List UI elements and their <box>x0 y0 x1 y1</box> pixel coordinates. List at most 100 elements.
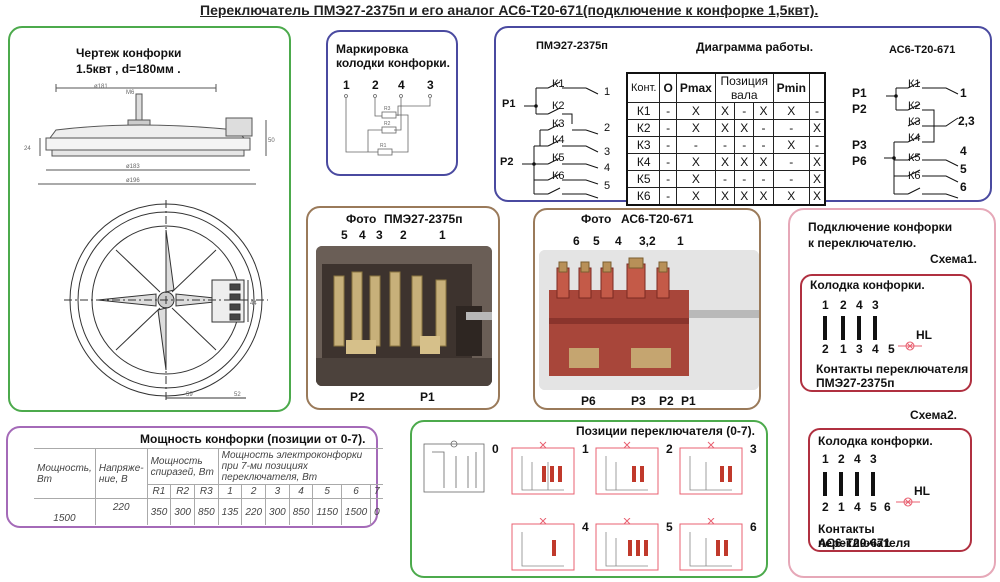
work-cell: - <box>659 187 677 205</box>
scheme2-top-1: 1 <box>822 452 829 466</box>
left-output-1: 1 <box>604 86 611 98</box>
work-cell: - <box>659 102 677 120</box>
left-contact-k6: К6 <box>552 170 565 182</box>
work-header-contact: Конт. <box>626 72 661 103</box>
diagram-left-title: ПМЭ27-2375п <box>536 40 608 52</box>
power-value-voltage: 220 <box>94 498 148 525</box>
switch-pme27-photo <box>316 246 492 386</box>
power-value-pos: 220 <box>241 498 266 525</box>
power-heading: Мощность конфорки (позиции от 0-7). <box>140 432 366 446</box>
scheme1-pin-bar <box>857 316 861 340</box>
right-input-p3: Р3 <box>852 138 867 152</box>
scheme1-bottom-1: 1 <box>840 342 847 356</box>
left-contact-k3: К3 <box>552 118 565 130</box>
diagram-right-title: АС6-Т20-671 <box>889 44 956 56</box>
photo2-label-p2: Р2 <box>659 394 674 408</box>
right-output-5: 5 <box>960 162 967 176</box>
switch-ac6-photo <box>539 250 759 390</box>
work-cell: К5 <box>626 170 661 188</box>
power-table: Мощность, Вт Напряже-ние, В Мощность спи… <box>34 448 383 525</box>
burner-drawing: ø181 M6 ø183 ø196 24 50 44 59 52 <box>24 84 275 400</box>
svg-text:R2: R2 <box>384 121 391 127</box>
right-contact-k4: К4 <box>908 132 921 144</box>
svg-text:R1: R1 <box>380 143 387 149</box>
scheme2-top-4: 4 <box>854 452 861 466</box>
marking-schematic: R3 R2 R1 <box>344 94 432 156</box>
photo2-heading-right: АС6-Т20-671 <box>621 212 694 226</box>
right-input-p2: Р2 <box>852 102 867 116</box>
photo1-num-2: 2 <box>400 228 407 242</box>
positions-panel: Позиции переключателя (0-7). 0 1 2 3 4 5… <box>410 420 768 578</box>
position-label-0: 0 <box>492 442 499 456</box>
power-col-pos: 5 <box>312 484 342 499</box>
marking-panel: Маркировка колодки конфорки. 1 2 4 3 R3 … <box>326 30 458 176</box>
work-cell: - <box>659 136 677 154</box>
photo1-num-1: 1 <box>439 228 446 242</box>
power-value-r3: 850 <box>193 498 219 525</box>
photo2-heading-left: Фото <box>581 212 612 226</box>
power-panel: Мощность конфорки (позиции от 0-7). Мощн… <box>6 426 383 528</box>
marking-pin-4: 4 <box>398 78 405 92</box>
work-header-position: Позиция вала <box>714 72 774 103</box>
scheme2-bottom-2: 2 <box>822 500 829 514</box>
work-cell: X <box>808 187 826 205</box>
power-value-pos: 0 <box>370 498 383 525</box>
position-label-1: 1 <box>582 442 589 456</box>
power-value-pos: 1500 <box>340 498 371 525</box>
work-cell: X <box>772 102 810 120</box>
photo1-num-5: 5 <box>341 228 348 242</box>
work-cell: X <box>675 170 716 188</box>
svg-text:R3: R3 <box>384 106 391 112</box>
page-title: Переключатель ПМЭ27-2375п и его аналог А… <box>200 2 819 18</box>
work-cell: - <box>772 119 810 137</box>
right-contact-scheme <box>884 81 959 199</box>
svg-text:50: 50 <box>268 138 275 144</box>
scheme2-bottom-6: 6 <box>884 500 891 514</box>
position-0-schematic <box>423 440 485 493</box>
position-label-6: 6 <box>750 520 757 534</box>
power-col-positions: Мощность электроконфорки при 7-ми позици… <box>217 448 383 485</box>
work-cell: X <box>753 153 774 171</box>
work-cell: X <box>734 187 755 205</box>
work-cell: X <box>675 153 716 171</box>
photo1-num-3: 3 <box>376 228 383 242</box>
scheme2-lamp-icon <box>896 497 920 507</box>
power-value-r2: 300 <box>170 498 195 525</box>
work-cell: - <box>659 119 677 137</box>
position-4-diagram <box>595 518 659 571</box>
diagram-center-title: Диаграмма работы. <box>696 40 814 54</box>
photo2-panel: Фото АС6-Т20-671 6 5 4 3,2 1 Р6 Р3 Р2 Р1 <box>533 208 761 410</box>
photo2-num-1: 1 <box>677 234 684 248</box>
scheme1-box: Колодка конфорки. 1 2 4 3 2 1 3 4 5 HL К… <box>800 274 972 392</box>
connection-heading: Подключение конфорки <box>808 220 953 234</box>
scheme1-block-title: Колодка конфорки. <box>810 278 925 292</box>
connection-subheading: к переключателю. <box>808 236 917 250</box>
photo1-label-p2: Р2 <box>350 390 365 404</box>
position-3-diagram <box>511 518 575 571</box>
work-cell: - <box>753 119 774 137</box>
power-value-pos: 300 <box>265 498 290 525</box>
work-cell: X <box>675 187 716 205</box>
work-cell: - <box>734 136 755 154</box>
scheme2-title: Схема2. <box>910 408 957 422</box>
power-value-r1: 350 <box>146 498 171 525</box>
scheme1-caption-model: ПМЭ27-2375п <box>816 376 895 390</box>
svg-text:ø183: ø183 <box>126 164 140 170</box>
power-col-spiral: Мощность спиразей, Вт <box>146 448 219 485</box>
position-5-diagram <box>679 518 743 571</box>
work-cell: К3 <box>626 136 661 154</box>
left-contact-k2: К2 <box>552 100 565 112</box>
work-cell: - <box>772 153 810 171</box>
svg-text:24: 24 <box>24 146 31 152</box>
right-input-p1: Р1 <box>852 86 867 100</box>
power-col-pos: 3 <box>265 484 290 499</box>
scheme1-pin-bar <box>873 316 877 340</box>
scheme1-top-2: 2 <box>840 298 847 312</box>
work-cell: - <box>808 136 826 154</box>
power-col-pos: 2 <box>241 484 266 499</box>
position-0-diagram <box>511 441 575 495</box>
scheme2-caption-model: АС6-Т20-671 <box>818 536 891 550</box>
svg-text:M6: M6 <box>126 90 135 96</box>
power-col-pos: 6 <box>340 484 371 499</box>
